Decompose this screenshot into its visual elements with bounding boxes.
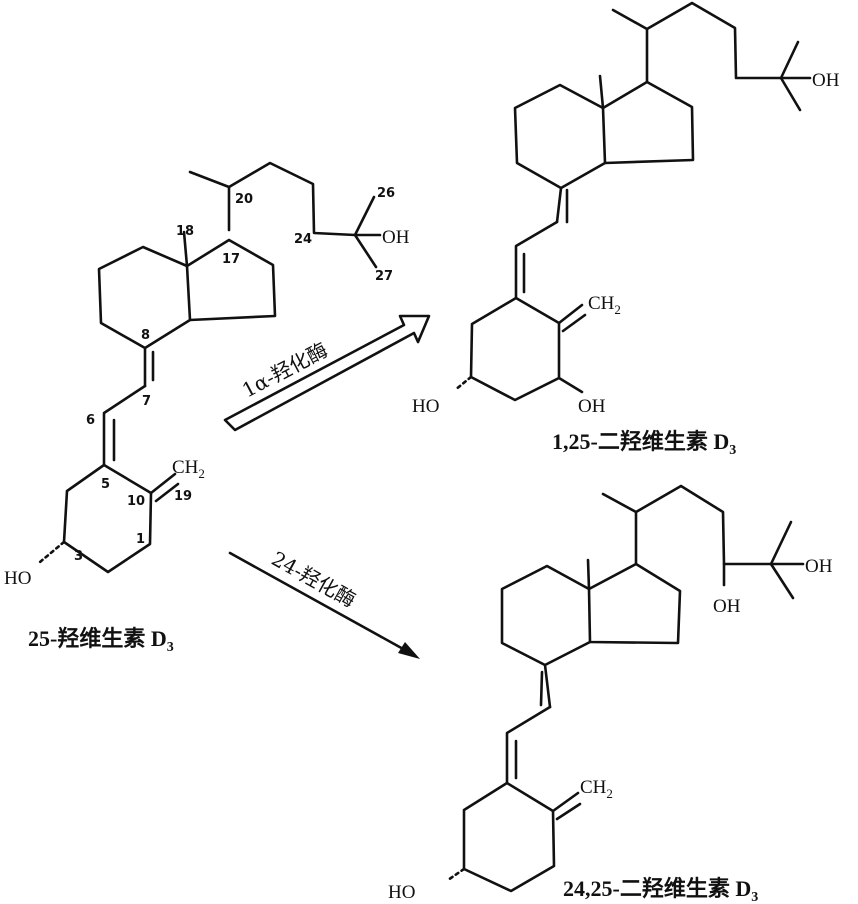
enzyme-24-label: 24-羟化酶: [268, 546, 360, 612]
c25-c26-bond: [779, 40, 800, 80]
c8-c7-bond: [555, 186, 563, 224]
c25-c27-bond: [779, 76, 802, 112]
c18-methyl-bond: [586, 558, 591, 591]
c25-c26-bond: [353, 195, 376, 237]
substrate-structure: [38, 161, 382, 574]
substrate-oh-label: OH: [382, 227, 410, 248]
substrate-ch2-label: CH2: [172, 457, 205, 481]
c10-c19-bond: [149, 472, 177, 495]
carbon-19-label: 19: [174, 489, 192, 504]
carbon-1-label: 1: [136, 532, 145, 547]
carbon-20-label: 20: [235, 192, 253, 207]
c8-c7-bond: [543, 663, 552, 709]
line-arrow-shaft: [228, 551, 407, 652]
c1-oh-bond: [557, 376, 584, 394]
carbon-5-label: 5: [101, 477, 110, 492]
c10-c19-double: [555, 802, 582, 821]
d-ring: [185, 238, 277, 322]
product-2-ho-label: HO: [388, 882, 415, 903]
product-1-oh-label: OH: [812, 70, 840, 91]
c25-c27-bond: [769, 562, 795, 600]
c18-methyl-bond: [598, 74, 605, 110]
carbon-7-label: 7: [142, 394, 151, 409]
product-2-oh-label: OH: [805, 556, 833, 577]
product-2-ch2-label: CH2: [580, 777, 613, 801]
side-chain-bonds: [601, 484, 773, 566]
side-chain-bonds: [188, 161, 357, 237]
c-ring: [500, 564, 592, 667]
d-ring: [601, 80, 695, 165]
carbon-6-label: 6: [86, 413, 95, 428]
carbon-26-label: 26: [377, 186, 395, 201]
c10-c19-double: [154, 482, 180, 503]
c18-methyl-bond: [182, 230, 189, 268]
product-1-ho-label: HO: [412, 396, 439, 417]
open-block-arrow: [223, 314, 431, 432]
carbon-number-labels: 26 27 24 20 18 17 8 7 6 5 10 19 3 1: [74, 186, 395, 564]
product-1-oh-1-label: OH: [578, 396, 606, 417]
c10-c19-double: [561, 313, 587, 333]
carbon-24-label: 24: [294, 232, 312, 247]
product-2-structure: [446, 484, 805, 893]
c7-c6-c5-bonds: [505, 705, 552, 785]
c3-oh-hashed-bond: [453, 375, 473, 392]
side-chain-bonds: [611, 1, 783, 80]
d-ring: [587, 562, 682, 645]
reaction-arrow-24: [228, 551, 420, 659]
arrowhead: [398, 642, 420, 659]
c7-c6-c5-bonds: [514, 220, 559, 300]
carbon-3-label: 3: [74, 549, 83, 564]
a-ring: [462, 781, 556, 893]
substrate-ho-label: HO: [4, 568, 31, 589]
product-1-structure: [453, 1, 812, 402]
c7-c6-c5-bonds: [102, 384, 147, 467]
c25-c27-bond: [353, 233, 378, 269]
carbon-17-label: 17: [222, 252, 240, 267]
c3-oh-hashed-bond: [446, 867, 466, 882]
c-ring: [97, 245, 192, 350]
c8-c7-double: [539, 670, 544, 707]
carbon-27-label: 27: [375, 269, 393, 284]
a-ring: [469, 296, 561, 402]
reaction-arrow-1alpha: [223, 314, 431, 432]
substrate-name: 25-羟维生素 D3: [28, 626, 174, 655]
product-2-name: 24,25-二羟维生素 D3: [563, 876, 758, 904]
carbon-8-label: 8: [141, 328, 150, 343]
product-2-oh-24-label: OH: [713, 596, 741, 617]
carbon-18-label: 18: [176, 224, 194, 239]
c10-c19-bond: [557, 303, 584, 325]
c10-c19-bond: [551, 791, 580, 813]
product-1-ch2-label: CH2: [588, 293, 621, 317]
product-1-name: 1,25-二羟维生素 D3: [552, 429, 736, 458]
c25-c26-bond: [769, 520, 793, 566]
carbon-10-label: 10: [127, 494, 145, 509]
c-ring: [513, 83, 607, 190]
c3-oh-hashed-bond: [38, 540, 66, 564]
